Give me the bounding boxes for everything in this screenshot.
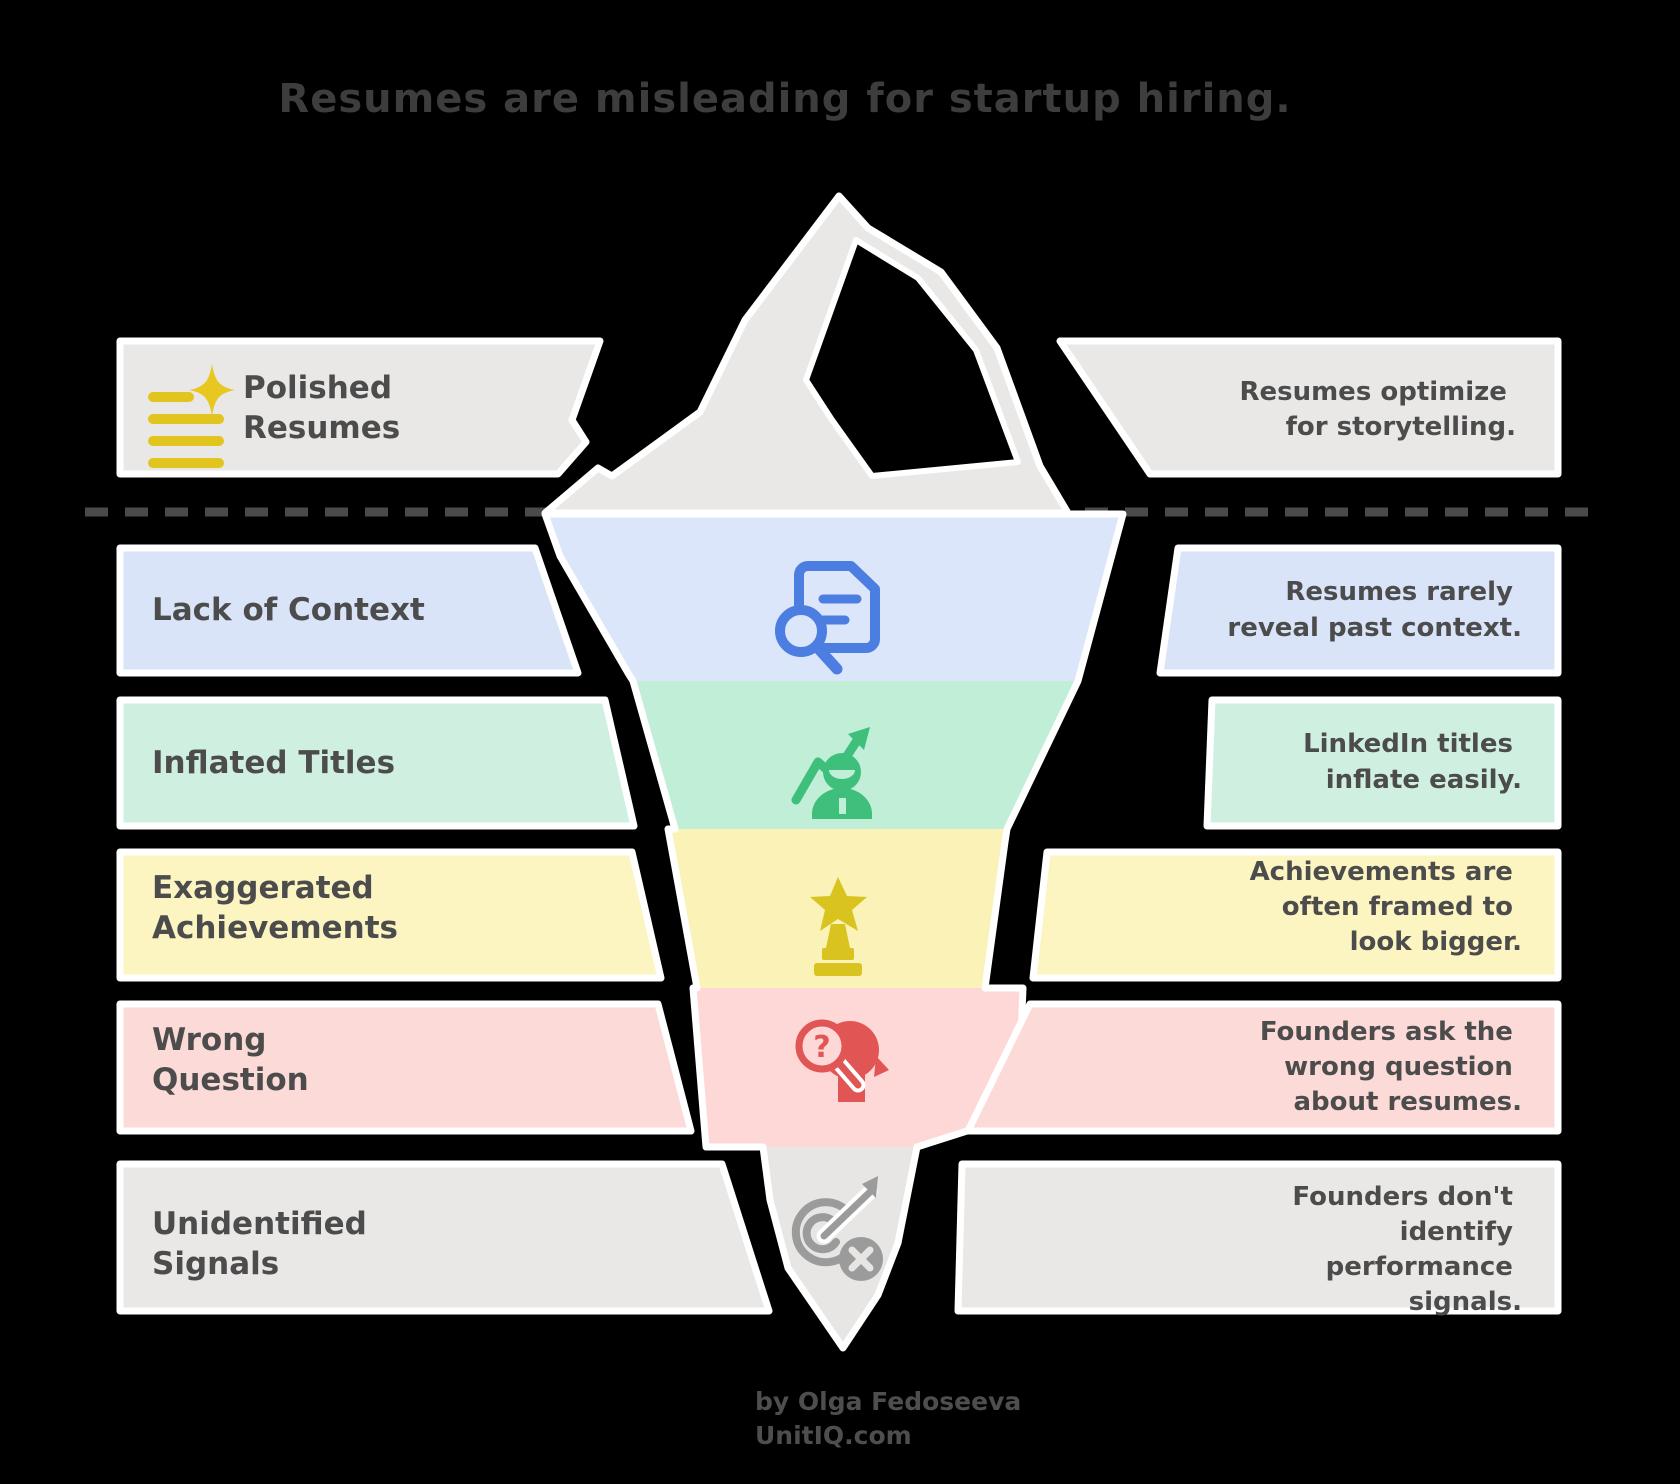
row-polished-resumes: Polished Resumes Resumes optimize for st… (116, 337, 1562, 478)
row-wrong-question: Wrong Question Founders ask the wrong qu… (116, 1000, 1562, 1135)
row3-desc: LinkedIn titles inflate easily. (1303, 729, 1522, 795)
row1-desc: Resumes optimize for storytelling. (1239, 377, 1516, 442)
row5-desc: Founders ask the wrong question about re… (1260, 1017, 1522, 1117)
row5-right-panel (964, 1000, 1562, 1135)
row4-desc: Achievements are often framed to look bi… (1250, 857, 1522, 957)
row1-label: Polished Resumes (243, 370, 403, 446)
row6-label: Unidentified Signals (152, 1206, 378, 1282)
row-unidentified-signals: Unidentified Signals Founders don't iden… (116, 1160, 1562, 1317)
row2-left-panel (116, 544, 582, 677)
document-search-icon (775, 561, 880, 675)
row1-left-panel (116, 337, 604, 478)
row3-label: Inflated Titles (152, 745, 395, 781)
row4-right-panel (1029, 848, 1562, 982)
row1-right-panel (1056, 337, 1562, 478)
sparkle-lines-icon (148, 364, 235, 468)
row3-right-panel (1203, 696, 1562, 830)
iceberg-ridge-notch (803, 237, 1021, 479)
row-exaggerated-achievements: Exaggerated Achievements Achievements ar… (116, 848, 1562, 982)
row6-left-panel (116, 1160, 773, 1315)
row2-desc: Resumes rarely reveal past context. (1227, 577, 1522, 643)
row-lack-of-context: Lack of Context Resumes rarely reveal pa… (116, 544, 1562, 677)
target-miss-icon (791, 1176, 883, 1281)
question-mark-glyph: ? (813, 1030, 830, 1065)
star-trophy-icon (810, 877, 867, 976)
row6-desc: Founders don't identify performance sign… (1292, 1182, 1522, 1317)
head-question-icon: ? (795, 1019, 889, 1102)
iceberg-band-unidentified-signals (763, 1147, 917, 1348)
row5-left-panel (116, 1000, 695, 1135)
row-inflated-titles: Inflated Titles LinkedIn titles inflate … (116, 696, 1562, 830)
row4-label: Exaggerated Achievements (152, 870, 398, 946)
iceberg-band-inflated-titles (633, 681, 1078, 829)
row2-label: Lack of Context (152, 592, 425, 628)
row3-left-panel (116, 696, 638, 830)
page-title: Resumes are misleading for startup hirin… (278, 76, 1291, 122)
person-growth-icon (791, 727, 872, 819)
iceberg-underwater-outline (541, 510, 1127, 1352)
row4-left-panel (116, 848, 665, 982)
row6-right-panel (954, 1160, 1562, 1315)
row2-right-panel (1156, 544, 1562, 677)
attribution: by Olga Fedoseeva UnitIQ.com (755, 1387, 1030, 1450)
row5-label: Wrong Question (152, 1022, 309, 1098)
